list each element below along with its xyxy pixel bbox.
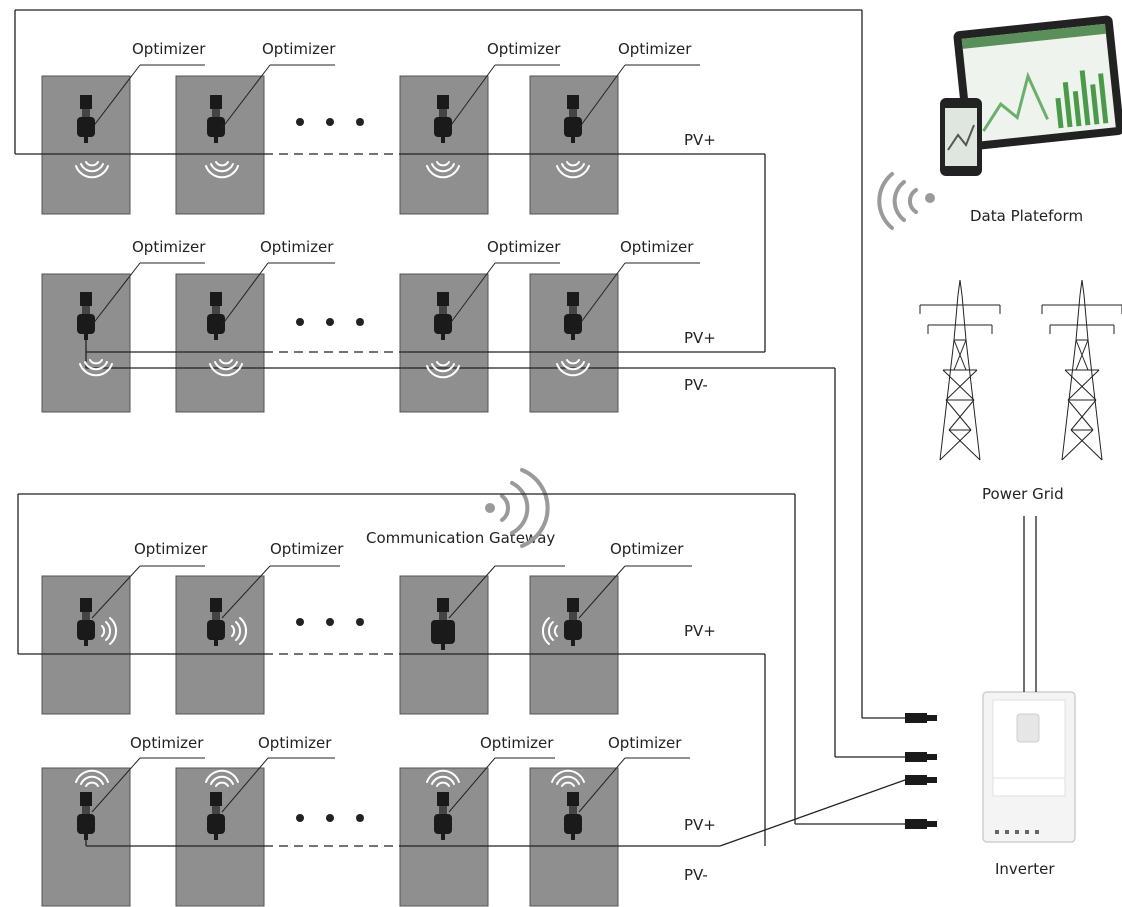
power-grid-label: Power Grid	[982, 485, 1064, 503]
connector-icon	[905, 713, 937, 723]
ellipsis-dot	[326, 618, 334, 626]
ellipsis-dot	[296, 318, 304, 326]
optimizer-label: Optimizer	[620, 238, 694, 256]
communication-gateway-label: Communication Gateway	[366, 529, 555, 547]
ellipsis-dot	[296, 118, 304, 126]
connector-icon	[905, 775, 937, 785]
inverter-display	[1016, 713, 1040, 743]
ellipsis-dot	[356, 814, 364, 822]
ellipsis-dot	[326, 318, 334, 326]
inverter-label: Inverter	[995, 860, 1055, 878]
array-2-wiring	[17, 493, 905, 846]
gateway-wireless-icon	[485, 468, 550, 548]
ellipsis-dot	[356, 118, 364, 126]
optimizer-label: Optimizer	[487, 40, 561, 58]
pv-plus-label: PV+	[684, 329, 716, 347]
wireless-icon	[877, 172, 935, 230]
row-3: Optimizer Optimizer Communication Gatewa…	[18, 529, 765, 715]
transmission-tower-icon	[1041, 279, 1122, 461]
optimizer-label: Optimizer	[480, 734, 554, 752]
connector-icon	[905, 752, 937, 762]
array-1-wiring	[14, 9, 905, 758]
ellipsis-dot	[356, 618, 364, 626]
connector-icon	[905, 819, 937, 829]
row-4: Optimizer Optimizer Optimizer Optimizer …	[41, 734, 906, 907]
optimizer-label: Optimizer	[618, 40, 692, 58]
optimizer-label: Optimizer	[132, 238, 206, 256]
pv-minus-label: PV-	[684, 376, 708, 394]
ellipsis-dot	[296, 618, 304, 626]
optimizer-label: Optimizer	[262, 40, 336, 58]
pv-plus-label: PV+	[684, 622, 716, 640]
tablet-icon	[953, 15, 1122, 151]
optimizer-label: Optimizer	[130, 734, 204, 752]
optimizer-label: Optimizer	[260, 238, 334, 256]
optimizer-label: Optimizer	[270, 540, 344, 558]
optimizer-label: Optimizer	[258, 734, 332, 752]
optimizer-label: Optimizer	[132, 40, 206, 58]
solar-panel	[175, 767, 265, 907]
ellipsis-dot	[356, 318, 364, 326]
ellipsis-dot	[326, 118, 334, 126]
optimizer-label: Optimizer	[134, 540, 208, 558]
data-platform-label: Data Plateform	[970, 207, 1083, 225]
power-grid: Power Grid	[919, 279, 1122, 503]
ellipsis-dot	[296, 814, 304, 822]
optimizer-label: Optimizer	[487, 238, 561, 256]
pv-plus-label: PV+	[684, 131, 716, 149]
pv-plus-label: PV+	[684, 816, 716, 834]
row-2: Optimizer Optimizer Optimizer Optimizer …	[41, 238, 835, 413]
dc-connectors	[905, 713, 937, 829]
data-platform: Data Plateform	[877, 15, 1122, 230]
optimizer-label: Optimizer	[610, 540, 684, 558]
optimizer-label: Optimizer	[608, 734, 682, 752]
ellipsis-dot	[326, 814, 334, 822]
phone-icon	[940, 98, 982, 176]
solar-panel	[175, 575, 265, 715]
pv-minus-label: PV-	[684, 866, 708, 884]
transmission-tower-icon	[919, 279, 1001, 461]
inverter: Inverter	[982, 691, 1076, 878]
row-1: Optimizer Optimizer Optimizer Optimizer …	[15, 40, 765, 215]
